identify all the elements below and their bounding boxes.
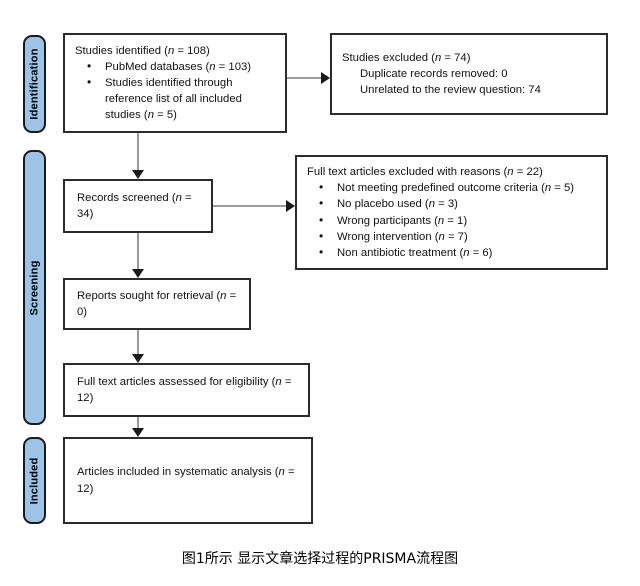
list-item: No placebo used (n = 3) (307, 195, 596, 212)
bullet-value: = 5) (154, 109, 177, 122)
full-text-excluded-heading: Full text articles excluded with reasons… (307, 166, 508, 179)
bullet-text: PubMed databases ( (105, 60, 210, 73)
reports-sought-n: n (220, 289, 227, 302)
figure-caption: 图1所示 显示文章选择过程的PRISMA流程图 (181, 551, 459, 567)
box-reports-sought-text: Reports sought for retrieval (n = 0) (65, 288, 249, 320)
studies-excluded-heading-value: = 74) (441, 51, 471, 64)
bullet-n: n (428, 198, 435, 211)
box-records-screened-text: Records screened (n = 34) (65, 190, 211, 222)
list-item: Unrelated to the review question: 74 (360, 84, 541, 97)
full-text-excluded-heading-value: = 22) (513, 166, 543, 179)
bullet-n: n (544, 182, 552, 195)
connector-screened-to-reports (137, 233, 139, 269)
studies-identified-heading-n: n (167, 44, 175, 57)
box-records-screened: Records screened (n = 34) (63, 179, 213, 233)
full-text-assessed-value: = 12) (77, 375, 292, 404)
bullet-value: = 103) (215, 60, 252, 73)
connector-assessed-to-included (137, 417, 139, 428)
connector-reports-to-assessed (137, 330, 139, 354)
bullet-value: = 1) (444, 214, 468, 227)
reports-sought-value: = 0) (77, 289, 237, 318)
bullet-text: Non antibiotic treatment ( (337, 246, 464, 259)
studies-excluded-heading: Studies excluded ( (342, 51, 435, 64)
bullet-value: = 5) (551, 182, 575, 195)
bullet-n: n (437, 214, 445, 227)
records-screened-n: n (175, 191, 182, 204)
box-full-text-excluded-text: Full text articles excluded with reasons… (297, 164, 606, 260)
bullet-text: Wrong intervention ( (337, 230, 439, 243)
box-full-text-excluded: Full text articles excluded with reasons… (295, 155, 608, 270)
bullet-value: = 7) (444, 230, 468, 243)
studies-identified-heading-value: = 108) (174, 44, 210, 57)
phase-label-included: Included (28, 457, 40, 504)
bullet-text: Not meeting predefined outcome criteria … (337, 182, 545, 195)
bullet-n: n (147, 109, 154, 122)
reports-sought-label: Reports sought for retrieval ( (77, 289, 221, 302)
studies-identified-bullets: PubMed databases (n = 103) Studies ident… (75, 58, 275, 123)
bullet-n: n (209, 60, 216, 73)
arrowhead-identified-to-screened (132, 170, 144, 179)
bullet-text: Studies identified through reference lis… (105, 76, 242, 122)
full-text-excluded-bullets: Not meeting predefined outcome criteria … (307, 179, 596, 261)
phase-bar-included: Included (23, 437, 46, 524)
connector-identified-to-excluded (287, 77, 322, 79)
bullet-n: n (438, 230, 445, 243)
box-full-text-assessed-text: Full text articles assessed for eligibil… (65, 374, 308, 406)
arrowhead-screened-to-reports (132, 269, 144, 278)
box-studies-excluded-text: Studies excluded (n = 74) Duplicate reco… (332, 50, 606, 98)
studies-excluded-heading-n: n (434, 51, 442, 64)
list-item: Studies identified through reference lis… (75, 74, 275, 123)
arrowhead-assessed-to-included (132, 428, 144, 437)
arrowhead-screened-to-fulltext-excluded (286, 200, 295, 212)
bullet-n: n (463, 246, 470, 259)
list-item: PubMed databases (n = 103) (75, 58, 275, 75)
list-item: Wrong participants (n = 1) (307, 211, 596, 228)
records-screened-label: Records screened ( (77, 191, 176, 204)
articles-included-value: = 12) (77, 466, 295, 495)
list-item: Duplicate records removed: 0 (360, 67, 508, 80)
box-studies-excluded: Studies excluded (n = 74) Duplicate reco… (330, 33, 608, 115)
box-full-text-assessed: Full text articles assessed for eligibil… (63, 363, 310, 417)
bullet-value: = 6) (469, 246, 493, 259)
connector-screened-to-fulltext-excluded (213, 205, 287, 207)
articles-included-label: Articles included in systematic analysis… (77, 466, 279, 479)
phase-bar-screening: Screening (23, 150, 46, 425)
full-text-assessed-label: Full text articles assessed for eligibil… (77, 375, 276, 388)
bullet-text: Wrong participants ( (337, 214, 438, 227)
records-screened-value: = 34) (77, 191, 192, 220)
full-text-assessed-n: n (275, 375, 282, 388)
list-item: Non antibiotic treatment (n = 6) (307, 244, 596, 261)
full-text-excluded-heading-n: n (507, 166, 514, 179)
connector-identified-to-screened (137, 133, 139, 170)
box-articles-included: Articles included in systematic analysis… (63, 437, 313, 524)
box-studies-identified: Studies identified (n = 108) PubMed data… (63, 33, 287, 133)
list-item: Not meeting predefined outcome criteria … (307, 179, 596, 196)
list-item: Wrong intervention (n = 7) (307, 228, 596, 245)
arrowhead-identified-to-excluded (321, 72, 330, 84)
bullet-value: = 3) (435, 198, 458, 211)
phase-label-screening: Screening (28, 260, 40, 315)
arrowhead-reports-to-assessed (132, 354, 144, 363)
articles-included-n: n (278, 466, 285, 479)
box-reports-sought: Reports sought for retrieval (n = 0) (63, 278, 251, 330)
studies-identified-heading: Studies identified ( (75, 44, 168, 57)
studies-excluded-lines: Duplicate records removed: 0 Unrelated t… (342, 66, 596, 98)
phase-bar-identification: Identification (23, 35, 46, 133)
phase-label-identification: Identification (28, 48, 40, 120)
box-articles-included-text: Articles included in systematic analysis… (65, 464, 311, 496)
bullet-text: No placebo used ( (337, 198, 429, 211)
box-studies-identified-text: Studies identified (n = 108) PubMed data… (65, 43, 285, 123)
